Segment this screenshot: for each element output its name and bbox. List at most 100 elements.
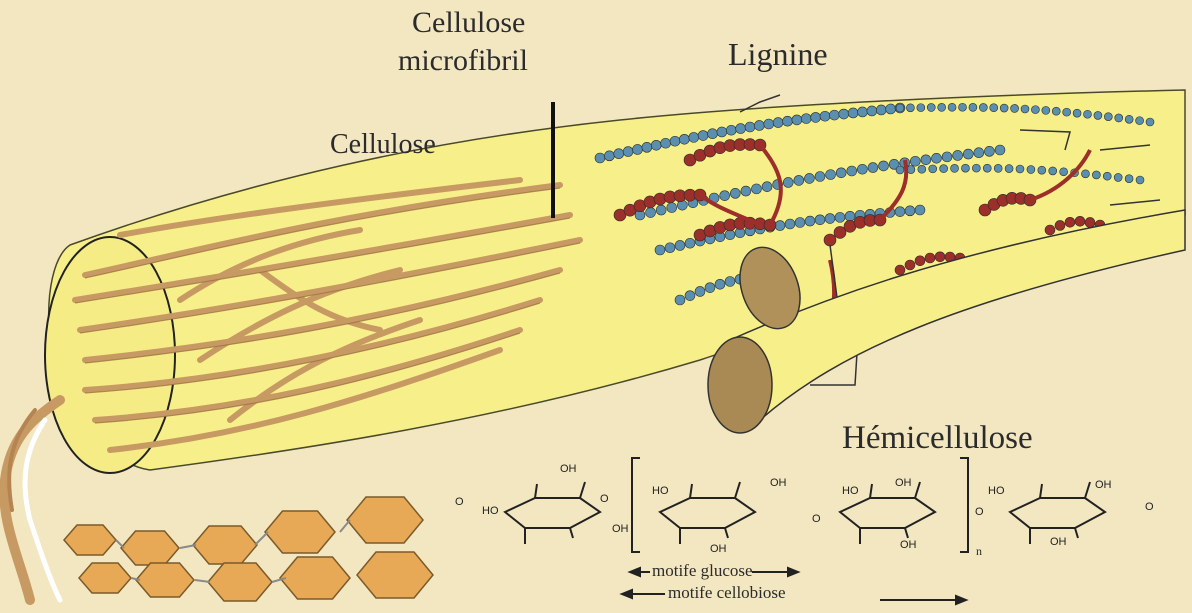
lignin-bead bbox=[623, 147, 633, 157]
lignin-bead bbox=[745, 122, 755, 132]
lignin-bead bbox=[725, 230, 735, 240]
lignin-bead bbox=[685, 238, 695, 248]
fiber-bundle-tail bbox=[4, 400, 60, 600]
hemicellulose-bead bbox=[1065, 217, 1075, 227]
lignin-bead bbox=[836, 168, 846, 178]
hemicellulose-bead bbox=[1085, 217, 1095, 227]
lignin-bead bbox=[876, 105, 886, 115]
lignin-bead bbox=[785, 219, 795, 229]
lignin-bead bbox=[604, 151, 614, 161]
chem-atom-label: O bbox=[975, 506, 984, 518]
repeat-subscript-n: n bbox=[976, 545, 982, 557]
lignin-bead bbox=[795, 218, 805, 228]
glucose-hexagon bbox=[265, 511, 335, 553]
chem-atom-label: OH bbox=[560, 463, 577, 475]
lignin-bead bbox=[896, 104, 904, 112]
lignin-bead bbox=[661, 138, 671, 148]
lignin-bead bbox=[695, 286, 705, 296]
lignin-bead bbox=[1115, 114, 1123, 122]
lignin-bead bbox=[655, 245, 665, 255]
hemicellulose-bead bbox=[915, 256, 925, 266]
lignin-bead bbox=[994, 164, 1002, 172]
lignin-bead bbox=[938, 103, 946, 111]
lignin-bead bbox=[646, 208, 656, 218]
lignin-bead bbox=[951, 164, 959, 172]
chem-atom-label: HO bbox=[842, 485, 859, 497]
lignin-bead bbox=[736, 124, 746, 134]
lignin-bead bbox=[1049, 167, 1057, 175]
lignine-label: Lignine bbox=[728, 38, 828, 70]
lignin-bead bbox=[651, 140, 661, 150]
lignin-bead bbox=[953, 150, 963, 160]
lignin-bead bbox=[1016, 165, 1024, 173]
lignin-bead bbox=[667, 203, 677, 213]
lignin-bead bbox=[642, 142, 652, 152]
lignin-bead bbox=[1031, 106, 1039, 114]
lignin-bead bbox=[1103, 172, 1111, 180]
lignin-bead bbox=[725, 277, 735, 287]
chem-atom-label: HO bbox=[652, 485, 669, 497]
lignin-bead bbox=[679, 134, 689, 144]
lignin-bead bbox=[845, 211, 855, 221]
hemicellulose-bead bbox=[895, 265, 905, 275]
lignin-bead bbox=[717, 127, 727, 137]
chem-atom-label: HO bbox=[988, 485, 1005, 497]
glucose-hexagon bbox=[280, 557, 350, 599]
glucose-hexagon-chain bbox=[64, 497, 433, 601]
lignin-bead bbox=[1125, 175, 1133, 183]
lignin-bead bbox=[751, 184, 761, 194]
lignin-bead bbox=[961, 164, 969, 172]
lignin-bead bbox=[1038, 166, 1046, 174]
glucose-hexagon bbox=[136, 563, 194, 597]
lignin-bead bbox=[959, 103, 967, 111]
lignin-bead bbox=[868, 163, 878, 173]
chem-atom-label: O bbox=[455, 496, 464, 508]
lignin-bead bbox=[974, 148, 984, 158]
glucose-hexagon bbox=[64, 525, 116, 555]
chem-atom-label: OH bbox=[612, 523, 629, 535]
lignin-bead bbox=[783, 177, 793, 187]
lignin-bead bbox=[1011, 104, 1019, 112]
lignin-bead bbox=[1000, 104, 1008, 112]
lignin-bead bbox=[741, 186, 751, 196]
lignin-bead bbox=[762, 182, 772, 192]
lignin-bead bbox=[857, 164, 867, 174]
lignin-bead bbox=[1005, 165, 1013, 173]
glucose-hexagon bbox=[357, 552, 433, 598]
hemicellulose-bead bbox=[1045, 225, 1055, 235]
lignin-bead bbox=[633, 144, 643, 154]
lignin-bead bbox=[940, 165, 948, 173]
lignin-bead bbox=[689, 132, 699, 142]
chem-atom-label: OH bbox=[770, 477, 787, 489]
lignin-bead bbox=[675, 240, 685, 250]
lignin-bead bbox=[848, 108, 858, 118]
lignin-bead bbox=[708, 129, 718, 139]
lignin-bead bbox=[665, 243, 675, 253]
cellulose-microfibril-label-line1: Cellulose bbox=[412, 8, 525, 38]
lignin-bead bbox=[670, 136, 680, 146]
lignin-bead bbox=[1114, 173, 1122, 181]
chem-atom-label: OH bbox=[710, 543, 727, 555]
hemicellulose-bead bbox=[925, 253, 935, 263]
lignin-bead bbox=[614, 149, 624, 159]
lignin-bead bbox=[917, 104, 925, 112]
lignin-bead bbox=[910, 156, 920, 166]
lignin-bead bbox=[905, 206, 915, 216]
cellulose-label: Cellulose bbox=[330, 131, 436, 159]
chem-atom-label: O bbox=[812, 513, 821, 525]
hemicellulose-bead bbox=[905, 260, 915, 270]
lignin-bead bbox=[1084, 110, 1092, 118]
lignin-bead bbox=[792, 115, 802, 125]
lignin-bead bbox=[942, 152, 952, 162]
glucose-hexagon bbox=[193, 526, 257, 564]
lignin-bead bbox=[829, 110, 839, 120]
lignin-bead bbox=[1136, 176, 1144, 184]
lignin-bead bbox=[1104, 113, 1112, 121]
lignin-bead bbox=[963, 149, 973, 159]
lignin-bead bbox=[815, 215, 825, 225]
cellulose-microfibril-label-line2: microfibril bbox=[398, 46, 528, 76]
lignin-bead bbox=[1021, 105, 1029, 113]
lignin-bead bbox=[754, 120, 764, 130]
lignin-bead bbox=[1092, 171, 1100, 179]
